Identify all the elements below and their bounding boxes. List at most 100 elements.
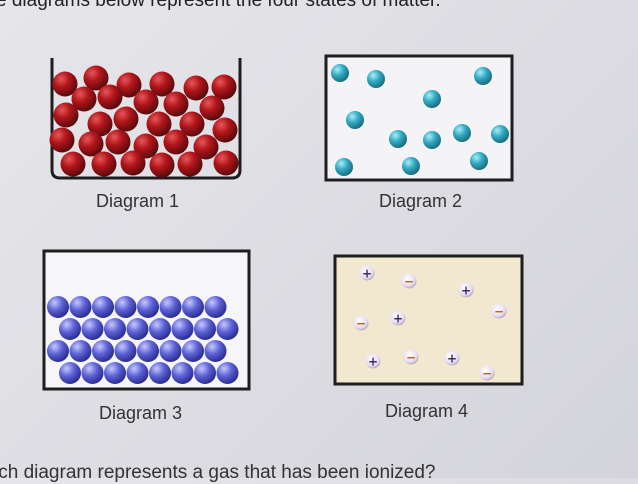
solid-particle — [114, 296, 137, 318]
solid-particle — [159, 340, 182, 362]
diagram-2-particles — [331, 64, 509, 176]
question-text: ich diagram represents a gas that has be… — [0, 462, 436, 483]
charge-particle — [444, 350, 460, 366]
liquid-particle — [120, 150, 146, 176]
diagram-1 — [49, 58, 242, 180]
solid-particle — [204, 340, 227, 362]
solid-particle — [137, 296, 159, 318]
solid-particle — [59, 318, 81, 340]
diagram-3-particles — [47, 296, 239, 384]
solid-particle — [81, 318, 104, 340]
solid-particle — [59, 362, 81, 384]
charge-symbol: − — [404, 275, 414, 289]
solid-particle — [182, 340, 204, 362]
solid-particle — [204, 296, 227, 318]
liquid-particle — [183, 75, 209, 101]
liquid-particle — [163, 91, 189, 117]
liquid-particle — [116, 72, 142, 98]
liquid-particle — [177, 151, 203, 177]
liquid-particle — [193, 134, 219, 160]
charge-symbol: − — [356, 317, 366, 331]
gas-particle — [335, 158, 353, 176]
gas-particle — [453, 124, 471, 142]
charge-particle — [458, 282, 474, 298]
gas-particle — [470, 152, 488, 170]
diagram-2-caption: Diagram 2 — [379, 191, 463, 211]
liquid-particle — [91, 151, 117, 177]
electron: − — [401, 273, 417, 289]
positive-ion: + — [390, 310, 406, 326]
gas-particle — [423, 131, 441, 149]
electron: − — [403, 349, 419, 365]
solid-particle — [104, 362, 126, 384]
liquid-particle — [113, 106, 139, 132]
electron: − — [479, 365, 495, 381]
diagram-3 — [42, 249, 251, 391]
gas-particle — [346, 111, 364, 129]
electron: − — [353, 315, 369, 331]
liquid-particle — [163, 129, 189, 155]
positive-ion: + — [359, 265, 375, 281]
liquid-particle — [179, 111, 205, 137]
solid-particle — [171, 318, 194, 340]
solid-particle — [114, 340, 137, 362]
solid-particle — [81, 362, 104, 384]
solid-particle — [194, 318, 216, 340]
liquid-particle — [199, 95, 225, 121]
solid-particle — [126, 362, 149, 384]
solid-particle — [69, 340, 92, 362]
liquid-particle — [71, 86, 97, 112]
gas-particle — [423, 90, 441, 108]
liquid-particle — [213, 150, 239, 176]
solid-particle — [47, 296, 69, 318]
charge-symbol: + — [362, 267, 372, 281]
solid-particle — [216, 318, 239, 340]
charge-symbol: − — [406, 351, 416, 365]
charge-symbol: − — [494, 305, 504, 319]
solid-particle — [126, 318, 149, 340]
diagram-2 — [324, 54, 514, 182]
gas-particle — [367, 70, 385, 88]
liquid-particle — [149, 71, 175, 97]
liquid-particle — [53, 102, 79, 128]
diagram-4-caption: Diagram 4 — [385, 401, 469, 421]
solid-particle — [47, 340, 69, 362]
charge-particle — [479, 365, 495, 381]
gas-particle — [331, 64, 349, 82]
solid-particle — [182, 296, 204, 318]
solid-particle — [92, 340, 114, 362]
solid-particle — [104, 318, 126, 340]
liquid-particle — [49, 127, 75, 153]
gas-particle — [491, 125, 509, 143]
positive-ion: + — [365, 353, 381, 369]
solid-particle — [92, 296, 114, 318]
solid-particle — [216, 362, 239, 384]
liquid-particle — [212, 117, 238, 143]
liquid-particle — [133, 133, 159, 159]
charge-symbol: + — [393, 312, 403, 326]
charge-symbol: + — [461, 284, 471, 298]
gas-particle — [474, 67, 492, 85]
solid-particle — [159, 296, 182, 318]
solid-particle — [149, 318, 171, 340]
liquid-particle — [146, 111, 172, 137]
charge-particle — [390, 310, 406, 326]
liquid-particle — [97, 84, 123, 110]
solid-particle — [69, 296, 92, 318]
positive-ion: + — [458, 282, 474, 298]
gas-particle — [389, 130, 407, 148]
solid-particle — [137, 340, 159, 362]
liquid-particle — [211, 74, 237, 100]
liquid-particle — [133, 89, 159, 115]
charge-particle — [403, 349, 419, 365]
liquid-particle — [105, 129, 131, 155]
solid-particle — [149, 362, 171, 384]
diagram-1-caption: Diagram 1 — [96, 191, 180, 211]
solid-particle — [171, 362, 194, 384]
liquid-particle — [60, 151, 86, 177]
diagram-1-particles — [49, 65, 239, 178]
charge-particle — [359, 265, 375, 281]
charge-particle — [491, 303, 507, 319]
liquid-particle — [149, 152, 175, 178]
